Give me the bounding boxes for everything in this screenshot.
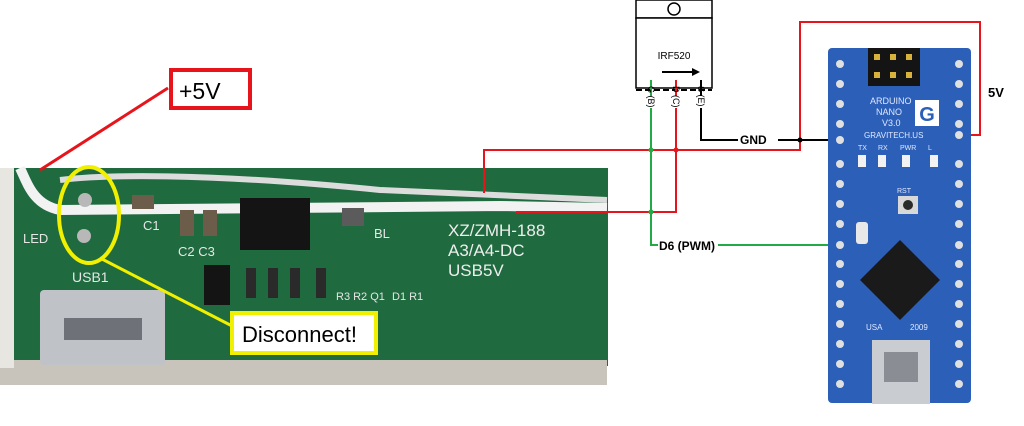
wire-5v <box>483 21 981 193</box>
arduino-name-line3: V3.0 <box>882 118 901 128</box>
mosfet-body <box>635 17 713 89</box>
pcb-model-line3: USB5V <box>448 261 504 280</box>
transistor <box>204 265 230 305</box>
led-pwr-label: PWR <box>900 145 916 152</box>
gravitech-logo <box>915 100 939 126</box>
arduino-board <box>828 48 971 403</box>
arduino-year: 2009 <box>910 323 928 332</box>
wire-drain <box>516 108 677 213</box>
crystal <box>856 222 868 244</box>
pcb-bl-label: BL <box>374 226 390 241</box>
mosfet-arrow-icon <box>692 68 700 76</box>
pcb-model-line1: XZ/ZMH-188 <box>448 221 545 240</box>
component-bl <box>342 208 364 226</box>
reset-label: RST <box>897 188 912 195</box>
wire-d6 <box>650 108 840 246</box>
mosfet-irf520: IRF520 G (B) D (C) S (E) <box>635 0 713 108</box>
d6-pwm-label: D6 (PWM) <box>659 239 715 253</box>
pcb-model-line2: A3/A4-DC <box>448 241 525 260</box>
arduino-name-line1: ARDUINO <box>870 96 912 106</box>
wire-gnd <box>700 108 840 141</box>
arduino-usa: USA <box>866 323 883 332</box>
solder-pad-top <box>78 193 92 207</box>
pcb-usb-label: USB1 <box>72 269 109 285</box>
mosfet-mount-hole <box>667 2 681 16</box>
mosfet-name: IRF520 <box>658 51 691 62</box>
left-pin-column <box>836 60 844 388</box>
disconnect-label: Disconnect! <box>242 322 357 347</box>
mosfet-pin-d: D (C) <box>671 86 681 108</box>
pcb-d1r1-labels: D1 R1 <box>392 291 423 303</box>
gravitech-logo-letter: G <box>919 104 935 126</box>
arduino-5v-label: 5V <box>988 85 1004 100</box>
icsp-header <box>868 48 920 86</box>
pcb-c2c3-label: C2 C3 <box>178 244 215 259</box>
right-pin-column <box>955 60 963 388</box>
plus5v-label: +5V <box>179 78 221 104</box>
disconnect-box <box>230 311 378 355</box>
reset-button-icon <box>903 200 913 210</box>
disconnect-highlight <box>57 165 121 265</box>
mosfet-pin-g: G (B) <box>646 86 656 108</box>
pcb-c1-label: C1 <box>143 218 160 233</box>
plus5v-pointer <box>39 86 169 172</box>
solder-pad-bottom <box>77 229 91 243</box>
disconnect-pointer <box>99 256 237 330</box>
capacitor-c1 <box>132 195 154 209</box>
atmega-chip <box>860 240 940 320</box>
plus5v-box <box>169 68 252 110</box>
led-l-label: L <box>928 145 932 152</box>
arduino-name-line2: NANO <box>876 107 902 117</box>
capacitor-c2 <box>180 210 194 236</box>
gnd-label: GND <box>740 133 767 147</box>
ic-chip <box>240 198 310 250</box>
pcb-resistor-labels: R3 R2 Q1 <box>336 291 385 303</box>
led-tx-label: TX <box>858 145 867 152</box>
arduino-brand: GRAVITECH.US <box>864 131 923 140</box>
arduino-nano: ARDUINO NANO V3.0 G GRAVITECH.US TX RX P… <box>828 48 971 404</box>
pcb-led-label: LED <box>23 231 48 246</box>
capacitor-c3 <box>203 210 217 236</box>
mosfet-pin-s: S (E) <box>696 86 706 107</box>
pcb-photo: LED USB1 C1 C2 C3 BL R3 R2 Q1 D1 R1 XZ/Z… <box>0 165 608 385</box>
led-rx-label: RX <box>878 145 888 152</box>
